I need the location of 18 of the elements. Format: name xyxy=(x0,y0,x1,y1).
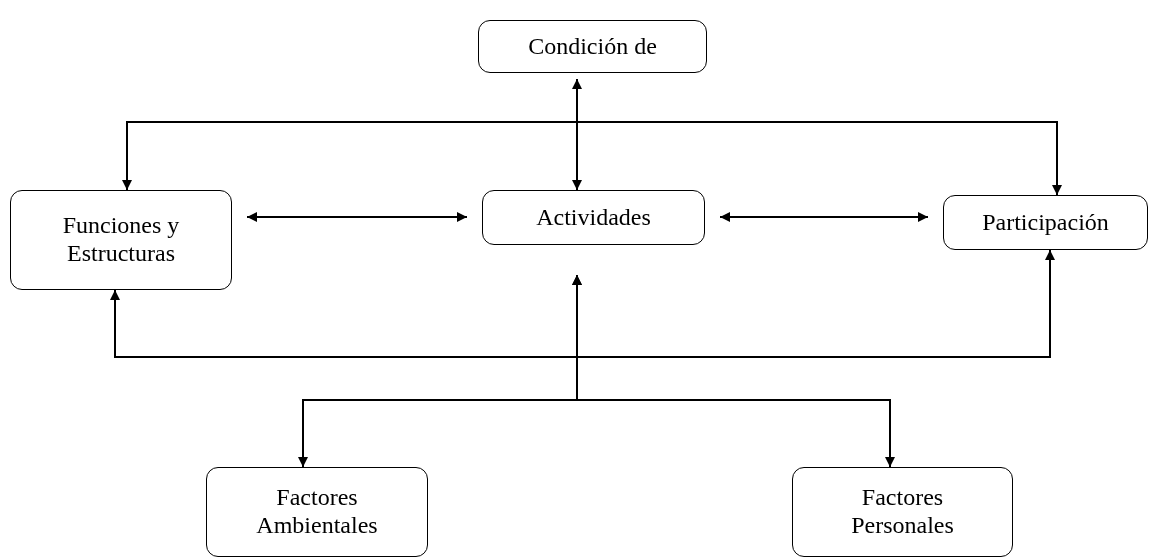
node-label: Participación xyxy=(982,208,1109,237)
arrow xyxy=(110,249,1055,358)
process-box xyxy=(10,190,232,290)
node-label: Factores Personales xyxy=(850,484,955,540)
process-box xyxy=(206,467,428,557)
node-label: Funciones y Estructuras xyxy=(61,212,181,268)
process-box xyxy=(482,190,705,245)
process-box xyxy=(792,467,1013,557)
node-label: Actividades xyxy=(536,203,651,232)
arrow xyxy=(122,121,1062,196)
node-label: Condición de xyxy=(528,32,657,61)
arrow xyxy=(246,212,468,222)
process-box xyxy=(478,20,707,73)
arrow xyxy=(719,212,929,222)
arrow xyxy=(572,78,582,191)
arrow xyxy=(572,274,895,468)
process-box xyxy=(943,195,1148,250)
node-label: Factores Ambientales xyxy=(255,484,379,540)
